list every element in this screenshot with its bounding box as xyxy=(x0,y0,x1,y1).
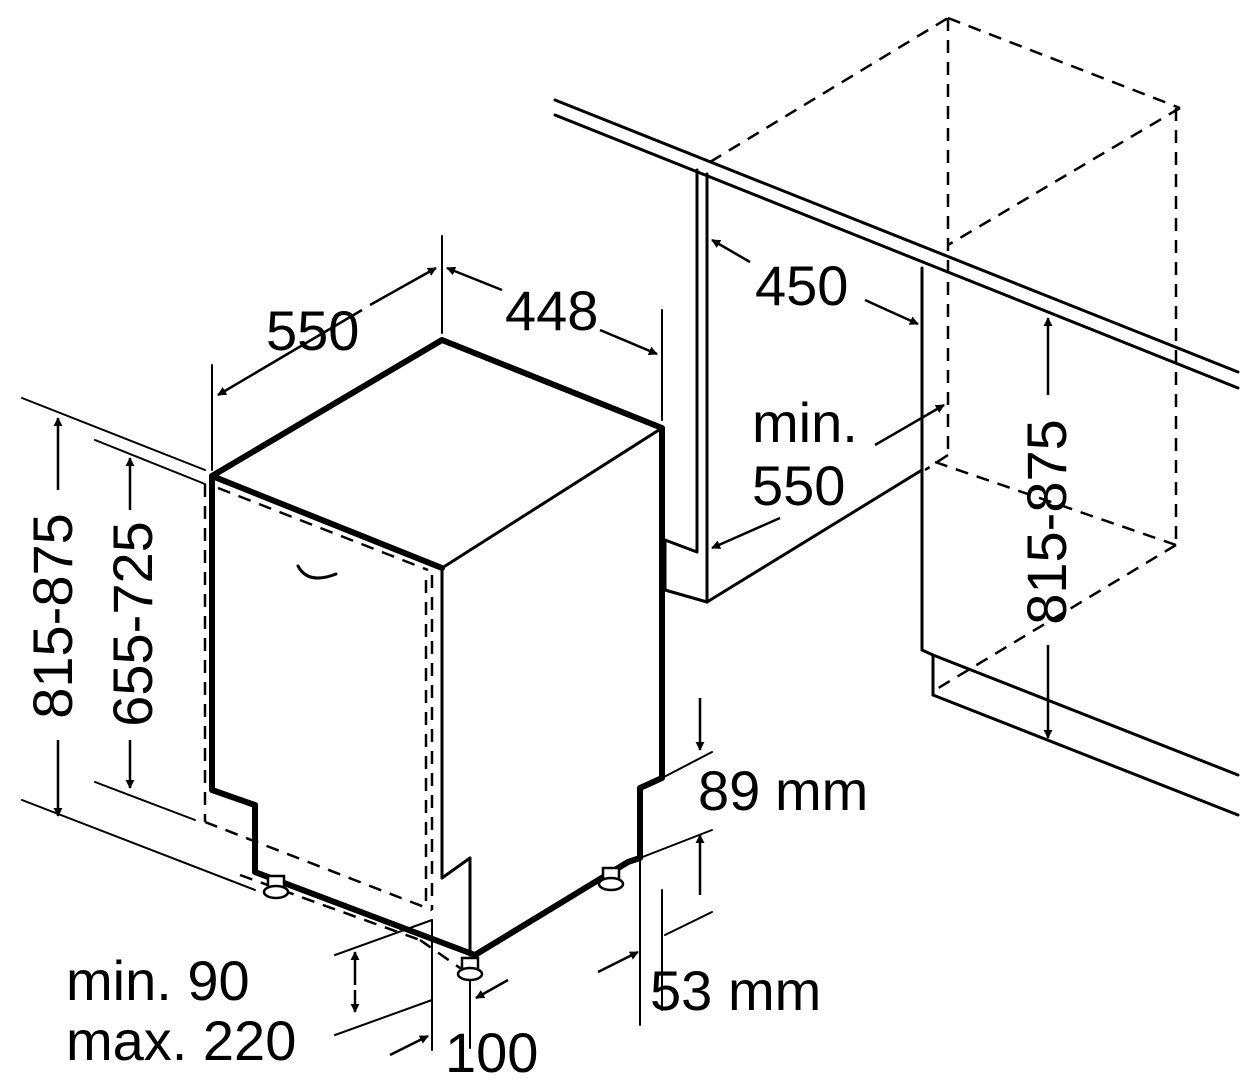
plinth-upper-value: 89 xyxy=(698,759,760,822)
niche-depth-min-value: 550 xyxy=(752,454,845,517)
niche-volume-dashed xyxy=(709,16,1181,692)
total-height-range-label: 815-875 xyxy=(21,513,84,719)
foot-right xyxy=(597,866,625,892)
door-handle-icon xyxy=(296,564,338,580)
clearance-min-label: min. 90 xyxy=(66,949,250,1012)
dimension-labels: 550 448 450 min. 550 815-875 655-725 815… xyxy=(21,254,1078,1080)
appliance-width-label: 448 xyxy=(505,279,598,342)
left-cabinet-panel xyxy=(663,168,924,604)
appliance-depth-label: 550 xyxy=(266,299,359,362)
plinth-lower-value: 53 xyxy=(650,959,712,1022)
plinth-lower-unit: mm xyxy=(728,959,821,1022)
niche-depth-min-label: min. xyxy=(752,391,858,454)
plinth-upper-unit: mm xyxy=(775,759,868,822)
niche-width-label: 450 xyxy=(755,254,848,317)
right-cabinet-panel xyxy=(920,266,1240,817)
feet xyxy=(262,866,625,982)
foot-left xyxy=(262,874,290,900)
foot-offset-label: 100 xyxy=(445,1021,538,1080)
clearance-max-label: max. 220 xyxy=(66,1009,296,1072)
dimension-lines xyxy=(21,235,1053,1057)
niche-height-range-label: 815-875 xyxy=(1015,419,1078,625)
countertop xyxy=(553,98,1240,390)
dishwasher-appliance xyxy=(203,337,665,982)
foot-front xyxy=(456,956,484,982)
cabinet-niche xyxy=(553,16,1240,817)
door-height-range-label: 655-725 xyxy=(101,521,164,727)
